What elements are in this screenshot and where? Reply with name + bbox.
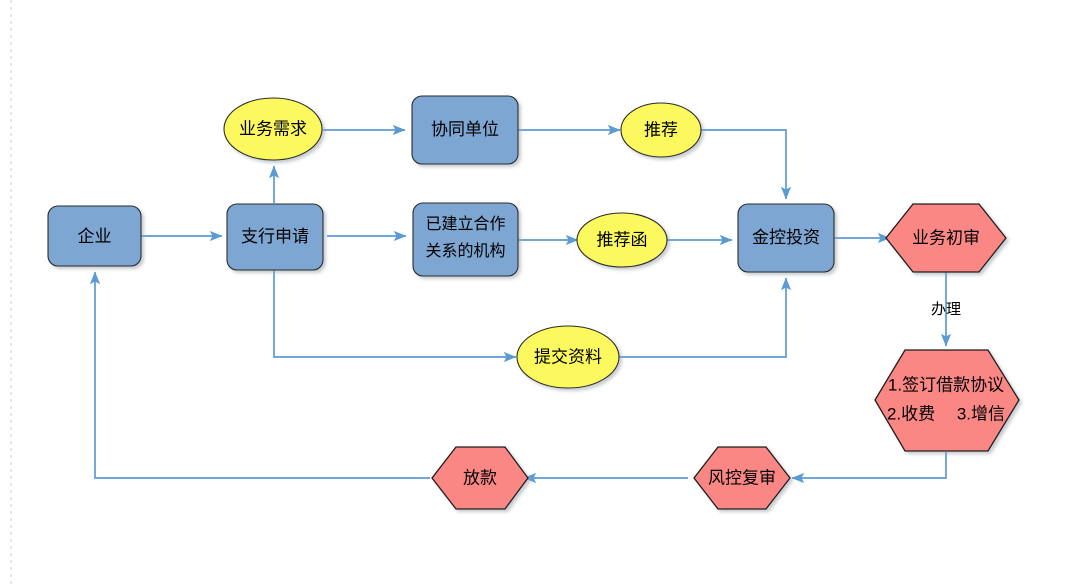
node-chushen-label: 业务初审 (912, 228, 980, 247)
node-fangkuan[interactable]: 放款 (431, 446, 529, 510)
node-jigou-label-line1: 已建立合作 (425, 215, 505, 233)
node-jinkong-label: 金控投资 (752, 228, 820, 247)
node-qiye[interactable]: 企业 (47, 205, 142, 267)
node-xieyi-label-line2: 2.收费 3.增信 (887, 404, 1005, 423)
edge-tijiaoziliao-to-jinkong (618, 277, 792, 358)
node-fangkuan-label: 放款 (463, 468, 497, 487)
edge-fangkuan-to-qiye (89, 271, 430, 479)
node-yewuxuqiu-label: 业务需求 (239, 119, 307, 138)
node-jinkong[interactable]: 金控投资 (737, 203, 835, 273)
node-xieyi-label-line1: 1.签订借款协议 (888, 375, 1004, 394)
node-yewuxuqiu-shape (223, 97, 323, 161)
node-jigou-label-line2: 关系的机构 (425, 242, 505, 260)
node-xieyi-shape (874, 349, 1020, 452)
node-xietong-shape (411, 95, 519, 165)
node-zhihang-shape (226, 203, 324, 271)
edge-zhihang-to-tijiaoziliao (273, 270, 517, 363)
node-tuijianhan-shape (576, 212, 668, 268)
node-zhihang-label: 支行申请 (241, 227, 309, 246)
node-tuijianhan-label: 推荐函 (597, 230, 648, 249)
node-chushen-shape (885, 203, 1007, 273)
edge-label-banli: 办理 (931, 301, 961, 318)
edge-xieyi-to-fengkong (791, 452, 947, 484)
node-chushen[interactable]: 业务初审 (885, 203, 1007, 273)
node-tuijian-shape (620, 102, 702, 158)
node-fengkong[interactable]: 风控复审 (693, 446, 791, 510)
node-fangkuan-shape (431, 446, 529, 510)
node-fengkong-label: 风控复审 (708, 468, 776, 487)
node-fengkong-shape (693, 446, 791, 510)
node-tijiaoziliao-shape (516, 325, 620, 389)
node-tuijianhan[interactable]: 推荐函 (576, 212, 668, 268)
node-xietong-label: 协同单位 (431, 120, 499, 139)
node-zhihang[interactable]: 支行申请 (226, 203, 324, 271)
node-xieyi[interactable]: 1.签订借款协议 2.收费 3.增信 (874, 349, 1020, 452)
node-tijiaoziliao-label: 提交资料 (534, 347, 602, 366)
node-yewuxuqiu[interactable]: 业务需求 (223, 97, 323, 161)
node-jigou[interactable]: 已建立合作 关系的机构 (412, 202, 519, 277)
node-qiye-shape (47, 205, 142, 267)
node-jinkong-shape (737, 203, 835, 273)
node-tijiaoziliao[interactable]: 提交资料 (516, 325, 620, 389)
node-tuijian-label: 推荐 (644, 120, 678, 139)
edge-tuijian-to-jinkong (700, 129, 792, 200)
connector-layer (89, 124, 952, 484)
node-tuijian[interactable]: 推荐 (620, 102, 702, 158)
node-qiye-label: 企业 (78, 227, 112, 246)
node-jigou-shape (412, 202, 519, 277)
node-xietong[interactable]: 协同单位 (411, 95, 519, 165)
